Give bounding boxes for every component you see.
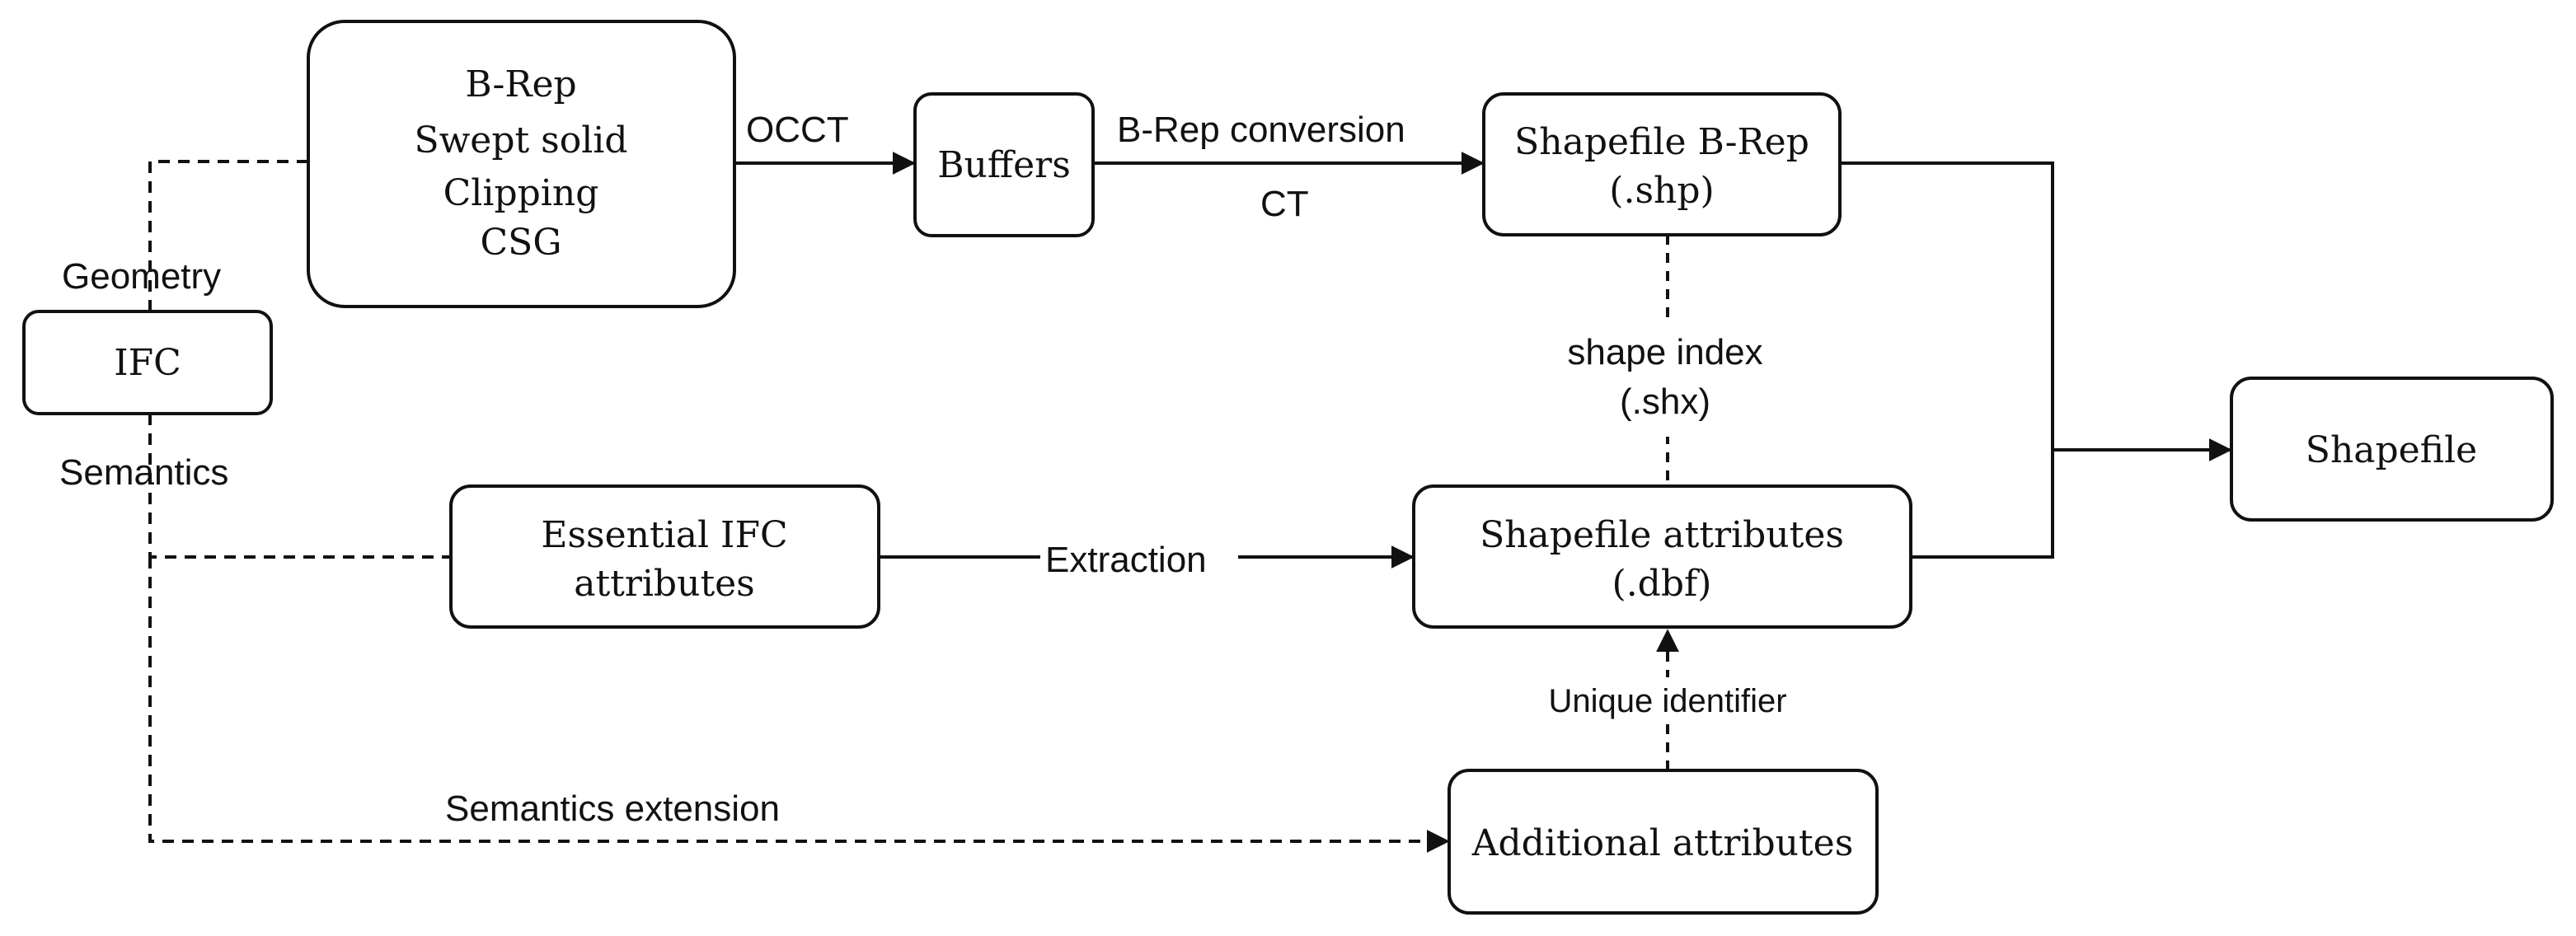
shape-index-label-bg <box>1533 321 1805 437</box>
extraction-label-bg <box>1040 536 1238 580</box>
boxes <box>22 20 2554 915</box>
geometry-type-clipping: Clipping <box>443 172 599 214</box>
ct-edge-label: CT <box>1260 184 1309 224</box>
ifc-box <box>22 310 273 415</box>
essential-attrs-line2: attributes <box>574 563 755 605</box>
geometry-type-swept-solid: Swept solid <box>414 119 627 161</box>
shp-to-merge-line <box>1840 161 2054 559</box>
shapefile-brep-box <box>1482 92 1842 236</box>
brep-conversion-edge-label: B-Rep conversion <box>1117 110 1405 150</box>
geometry-types-box <box>307 20 736 308</box>
buffers-box <box>913 92 1095 237</box>
essential-attrs-line1: Essential IFC <box>541 514 787 556</box>
geometry-type-csg: CSG <box>481 222 562 264</box>
buffers-label: Buffers <box>937 144 1071 186</box>
shapefile-label: Shapefile <box>2306 429 2477 471</box>
shapefile-attrs-label: Shapefile attributes <box>1480 514 1844 556</box>
ifc-label: IFC <box>114 342 181 384</box>
semantics-edge-label: Semantics <box>59 452 228 493</box>
shapefile-attrs-ext: (.dbf) <box>1612 563 1712 605</box>
semantics-extension-edge-label: Semantics extension <box>445 789 780 829</box>
geometry-type-brep: B-Rep <box>465 63 576 105</box>
shapefile-brep-label: Shapefile B-Rep <box>1514 121 1809 163</box>
shapefile-box <box>2230 377 2554 522</box>
unique-identifier-label-bg <box>1529 677 1814 720</box>
additional-attrs-box <box>1448 769 1879 915</box>
shapefile-attrs-box <box>1412 484 1912 629</box>
geometry-link <box>148 160 308 311</box>
additional-attrs-label: Additional attributes <box>1471 822 1854 864</box>
edge-labels: Geometry Semantics OCCT B-Rep conversion… <box>59 110 1814 829</box>
occt-edge-label: OCCT <box>746 110 849 150</box>
extraction-edge-label: Extraction <box>1045 540 1207 580</box>
essential-attrs-box <box>449 484 880 629</box>
shx-edge-label: (.shx) <box>1620 381 1710 422</box>
geometry-edge-label: Geometry <box>62 256 221 297</box>
unique-identifier-edge-label: Unique identifier <box>1548 683 1786 719</box>
node-labels: IFC B-Rep Swept solid Clipping CSG Buffe… <box>114 63 2477 864</box>
shapefile-brep-ext: (.shp) <box>1609 170 1714 212</box>
semantics-extension-arrow <box>148 557 1450 853</box>
shape-index-edge-label: shape index <box>1567 332 1762 372</box>
